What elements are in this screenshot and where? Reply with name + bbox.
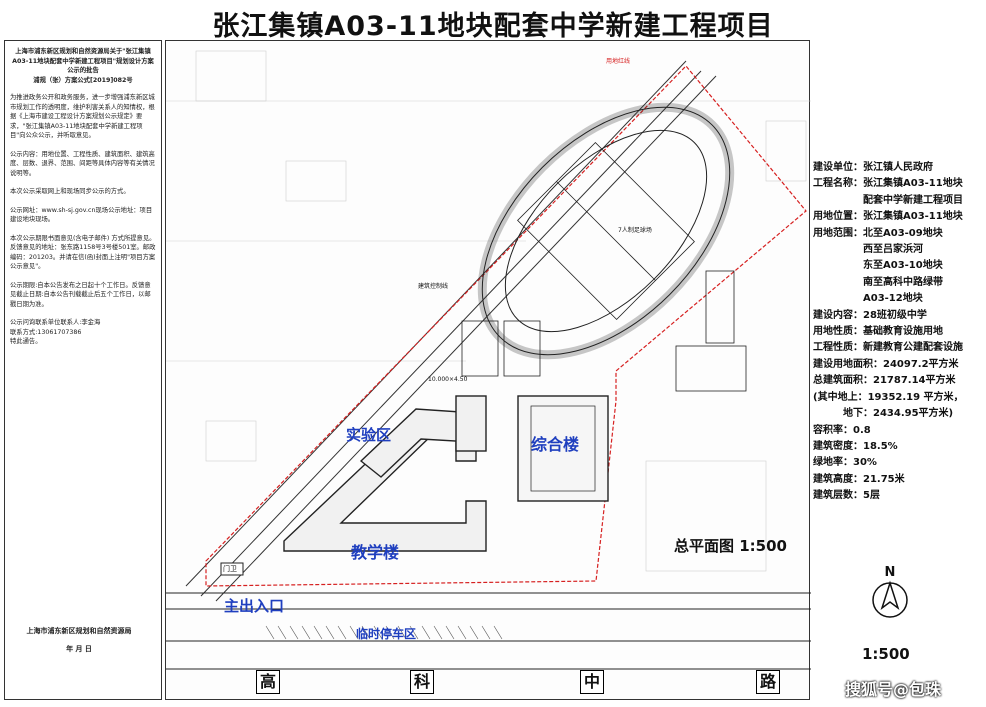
info-row: 工程性质：新建教育公建配套设施 (813, 342, 963, 354)
road-char: 路 (756, 670, 780, 694)
site-plan: 实验区 综合楼 教学楼 主出入口 临时停车区 总平面图 1:500 门卫 7人制… (165, 40, 811, 700)
info-row: 绿地率：30% (813, 457, 877, 469)
notice-paragraph: 公示问询联系单位联系人:李金海 联系方式:13061707386 特此通告。 (10, 319, 101, 345)
courts (461, 270, 747, 392)
info-row: 用地性质：基础教育设施用地 (813, 326, 943, 338)
info-row: 用地位置：张江集镇A03-11地块 (813, 211, 963, 223)
info-row: 东至A03-10地块 (813, 260, 943, 272)
notice-panel: 上海市浦东新区规划和自然资源局关于"张江集镇A03-11地块配套中学新建工程项目… (4, 40, 162, 700)
info-row: 建设内容：28班初级中学 (813, 309, 927, 321)
watermark: 搜狐号@包珠 (845, 680, 942, 699)
label-red-line: 用地红线 (606, 58, 631, 65)
running-track (477, 102, 735, 360)
info-row: 用地范围：北至A03-09地块 (813, 227, 943, 239)
info-row: 建筑层数：5层 (813, 490, 880, 502)
notice-footer-org: 上海市浦东新区规划和自然资源局 (26, 627, 132, 635)
info-row: 建设单位：张江镇人民政府 (813, 162, 933, 173)
label-composite-building: 综合楼 (531, 435, 580, 454)
label-lab-zone: 实验区 (346, 426, 392, 444)
info-row: 西至吕家浜河 (813, 244, 923, 256)
notice-paragraph: 本次公示期限书面意见(含电子邮件) 方式所提意见。反馈意见的地址：张东路1158… (10, 234, 156, 271)
project-info: 建设单位：张江镇人民政府 工程名称：张江集镇A03-11地块 配套中学新建工程项… (813, 160, 983, 505)
road-char: 中 (580, 670, 604, 694)
gate-house (220, 562, 244, 576)
page-title: 张江集镇A03-11地块配套中学新建工程项目 (212, 11, 774, 42)
info-row: 工程名称：张江集镇A03-11地块 (813, 178, 963, 190)
site-plan-drawing (166, 50, 811, 670)
label-building-line: 建筑控制线 (418, 283, 449, 290)
label-dimension: 10.000×4.50 (428, 376, 468, 383)
notice-footer-date: 年 月 日 (66, 645, 92, 653)
composite-building (517, 395, 609, 502)
south-road (166, 592, 811, 670)
road-char: 高 (256, 670, 280, 694)
north-arrow: N (860, 565, 920, 624)
notice-paragraph: 公示网址：www.sh-sj.gov.cn现场公示地址：项目建设地块现场。 (10, 206, 153, 224)
notice-paragraph: 公示内容：用地位置、工程性质、建筑面积、建筑高度、层数、退界、范围、间距等具体内… (10, 150, 155, 177)
info-row: 南至高科中路绿带 (813, 276, 943, 288)
info-row: 容积率：0.8 (813, 424, 871, 436)
label-gate-house: 门卫 (223, 565, 237, 573)
notice-paragraph: 为推进政务公开和政务服务，进一步增强浦东新区城市规划工作的透明度，维护利害关系人… (10, 94, 155, 139)
compass-icon (872, 580, 908, 618)
teaching-building (283, 395, 487, 552)
notice-paragraph: 本次公示采取网上和现场同步公示的方式。 (10, 188, 130, 195)
label-master-plan: 总平面图 1:500 (674, 537, 787, 555)
label-teaching-building: 教学楼 (351, 543, 400, 562)
info-row: 地下：2434.95平方米) (813, 408, 954, 420)
info-row: 建设用地面积：24097.2平方米 (813, 358, 959, 370)
notice-header: 上海市浦东新区规划和自然资源局关于"张江集镇A03-11地块配套中学新建工程项目… (12, 48, 154, 84)
info-row: 建筑高度：21.75米 (813, 473, 905, 485)
info-row: 建筑密度：18.5% (813, 440, 898, 452)
info-row: A03-12地块 (813, 293, 923, 305)
notice-paragraph: 公示期限:自本公告发布之日起十个工作日。反馈意见截止日期:自本公告刊载截止后五个… (10, 281, 151, 308)
info-row: 配套中学新建工程项目 (813, 194, 963, 206)
label-main-entrance: 主出入口 (224, 597, 285, 615)
label-football-field: 7人制足球场 (618, 227, 652, 234)
info-row: (其中地上：19352.19 平方米， (813, 391, 964, 403)
north-label: N (884, 565, 896, 580)
road-char: 科 (410, 670, 434, 694)
info-row: 总建筑面积：21787.14平方米 (813, 375, 956, 387)
site-boundary (205, 65, 807, 587)
scale-label: 1:500 (862, 645, 910, 663)
label-temp-parking: 临时停车区 (356, 627, 417, 641)
